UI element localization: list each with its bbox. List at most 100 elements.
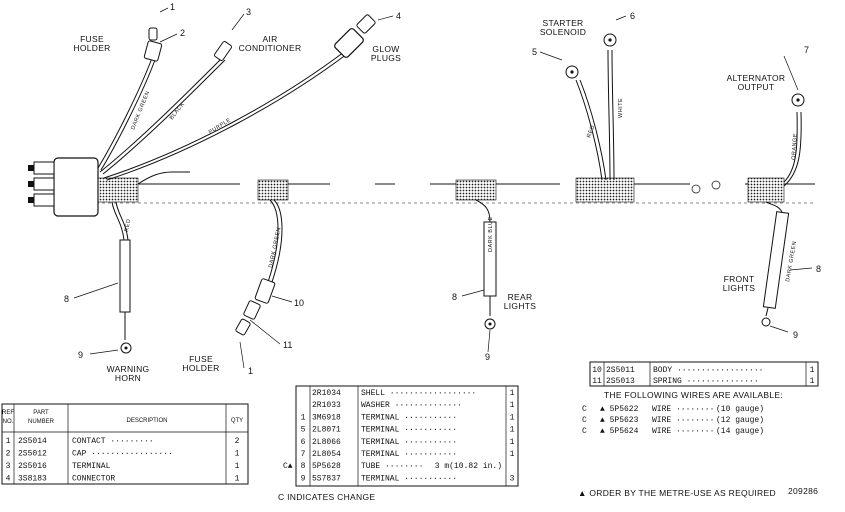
- table-center-rows: 2R1034 SHELL ·················· 1 2R1033 WAS…: [301, 389, 515, 483]
- row-description: TERMINAL ···········: [361, 450, 457, 459]
- wire-flag: C: [582, 405, 587, 414]
- row-part-number: 2S5016: [18, 462, 47, 471]
- item-number: 6: [630, 11, 635, 21]
- item-number: 10: [294, 298, 304, 308]
- harness-main-line: [60, 180, 815, 204]
- row-ref: 2: [6, 450, 11, 459]
- branch-wires-upper-left: [97, 14, 376, 185]
- change-marker: C▲: [283, 462, 293, 471]
- row-qty: 1: [810, 377, 815, 386]
- row-part-number: 2L8071: [312, 426, 341, 435]
- clamp-4: [575, 177, 635, 203]
- alternator-front-lights-branch: [761, 93, 805, 327]
- wire-gauge: (10 gauge): [716, 405, 764, 414]
- row-ref: 11: [592, 377, 602, 386]
- item-number: 3: [246, 7, 251, 17]
- rear-lights-branch: [475, 199, 497, 330]
- item-number: 5: [532, 47, 537, 57]
- row-qty: 1: [235, 450, 240, 459]
- row-ref: 5: [301, 426, 306, 435]
- item-number: 9: [78, 350, 83, 360]
- row-qty: 3 m(10.82 in.): [435, 462, 502, 471]
- drawing-number: 209286: [788, 486, 818, 496]
- row-ref: 8: [301, 462, 306, 471]
- available-note: THE FOLLOWING WIRES ARE AVAILABLE:: [604, 390, 783, 400]
- item-number: 2: [180, 28, 185, 38]
- row-qty: 1: [235, 462, 240, 471]
- clamp-5: [747, 177, 785, 203]
- row-part-number: 2L8066: [312, 438, 341, 447]
- item-numbers: 1 2 3 4 5 6 7 8 8 8 9 9 9 10 11 1: [64, 2, 821, 376]
- wire-flag: C: [582, 427, 587, 436]
- row-description: TERMINAL ···········: [361, 474, 457, 483]
- row-description: TERMINAL ···········: [361, 426, 457, 435]
- item-number: 9: [485, 352, 490, 362]
- row-description: BODY ··················: [653, 366, 763, 375]
- wire-description: WIRE ········: [652, 405, 714, 414]
- warning-horn-branch: [111, 201, 132, 354]
- wire-flag: C: [582, 416, 587, 425]
- row-description: TERMINAL ···········: [361, 413, 457, 422]
- item-number: 11: [283, 340, 292, 350]
- row-description: SHELL ··················: [361, 389, 476, 398]
- row-qty: 1: [810, 366, 815, 375]
- parts-table-center: C▲ 2R1034 SHELL ·················· 1 2R1033…: [278, 385, 519, 502]
- row-part-number: 2S5012: [18, 450, 47, 459]
- row-description: CAP ·················: [72, 450, 173, 459]
- wire-description: WIRE ········: [652, 416, 714, 425]
- row-part-number: 2S5014: [18, 437, 47, 446]
- header-qty: QTY: [231, 418, 243, 424]
- row-part-number: 3M6918: [312, 413, 341, 422]
- item-number: 9: [793, 330, 798, 340]
- table-left-rows: 1 2S5014 CONTACT ········· 2 2 2S5012 CAP ····…: [6, 437, 240, 484]
- row-part-number: 2L8054: [312, 450, 341, 459]
- row-qty: 1: [510, 438, 515, 447]
- item-number: 1: [170, 2, 175, 12]
- row-qty: 1: [510, 413, 515, 422]
- wire-part-number: ▲ 5P5623: [600, 416, 639, 425]
- order-note: ▲ ORDER BY THE METRE-USE AS REQUIRED: [578, 488, 776, 498]
- wire-label-orange: ORANGE: [791, 133, 799, 160]
- row-qty: 1: [510, 389, 515, 398]
- row-ref: 1: [6, 437, 11, 446]
- clamp-3: [455, 179, 497, 201]
- item-number: 8: [816, 264, 821, 274]
- row-qty: 1: [510, 426, 515, 435]
- wire-gauge: (14 gauge): [716, 427, 764, 436]
- row-ref: 7: [301, 450, 306, 459]
- clamp-blocks: [97, 177, 785, 203]
- row-qty: 1: [510, 450, 515, 459]
- row-part-number: 5P5628: [312, 462, 341, 471]
- row-part-number: 2R1033: [312, 401, 341, 410]
- row-ref: 9: [301, 474, 306, 483]
- row-description: CONTACT ·········: [72, 437, 154, 446]
- leader-lines: [73, 7, 813, 369]
- wire-label-dark-blue: DARK BLUE: [488, 216, 494, 252]
- clamp-2: [257, 179, 289, 201]
- wire-description: WIRE ········: [652, 427, 714, 436]
- row-qty: 2: [235, 437, 240, 446]
- row-part-number: 2S5011: [606, 366, 635, 375]
- wire-part-number: ▲ 5P5622: [600, 405, 639, 414]
- header-description: DESCRIPTION: [126, 418, 167, 424]
- wire-label-black: BLACK: [169, 101, 186, 121]
- clamp-1: [97, 177, 139, 203]
- wire-label-red: RED: [124, 218, 132, 232]
- item-number: 4: [396, 11, 401, 21]
- row-description: WASHER ··············: [361, 401, 462, 410]
- row-ref: 1: [301, 413, 306, 422]
- row-part-number: 2R1034: [312, 389, 341, 398]
- connector-body: [28, 157, 99, 217]
- row-ref: 6: [301, 438, 306, 447]
- item-number: 8: [64, 294, 69, 304]
